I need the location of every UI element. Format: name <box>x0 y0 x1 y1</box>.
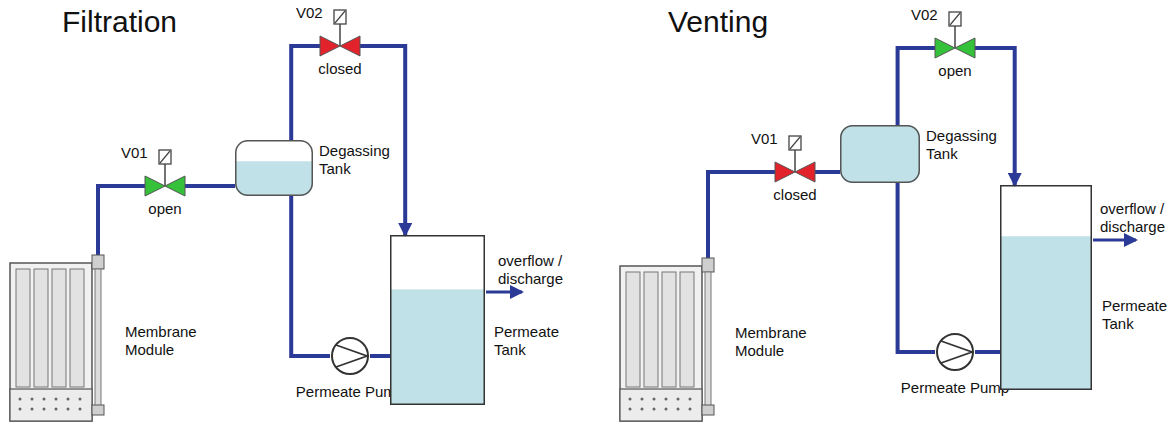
pipe-line <box>815 170 840 174</box>
pipe-line <box>360 46 405 235</box>
component-label: Permeate Tank <box>494 323 574 359</box>
panel-title: Venting <box>668 4 768 40</box>
component-label: Membrane Module <box>125 323 205 359</box>
component-label: V01 <box>121 144 148 162</box>
pipe-line <box>98 186 145 255</box>
pipe-line <box>708 172 775 258</box>
pipe-line <box>898 48 935 125</box>
pipe-line <box>185 184 235 188</box>
pipe-line <box>291 196 330 356</box>
solenoid-valve-art <box>320 36 360 56</box>
component-label: Permeate Tank <box>1102 297 1174 333</box>
component-label: Degassing Tank <box>926 127 1006 163</box>
permeate-tank: Permeate Tank <box>1000 185 1092 390</box>
panel-title: Filtration <box>62 4 177 40</box>
component-label: Permeate Pump <box>900 379 1010 397</box>
pipe-line <box>370 354 390 358</box>
solenoid-valve: V01closed <box>775 162 815 182</box>
solenoid-valve: V02open <box>935 38 975 58</box>
degassing-tank: Degassing Tank <box>840 125 920 183</box>
permeate-tank-art <box>1000 185 1092 390</box>
degassing-tank: Degassing Tank <box>235 140 313 196</box>
flow-label: overflow / discharge <box>498 252 578 288</box>
degassing-tank-art <box>840 125 920 183</box>
valve-state: open <box>135 200 195 218</box>
solenoid-valve: V02closed <box>320 36 360 56</box>
membrane-module: Membrane Module <box>618 258 718 423</box>
component-label: V02 <box>296 4 323 22</box>
solenoid-valve-art <box>935 38 975 58</box>
pipe-line <box>291 46 320 140</box>
valve-state: open <box>925 62 985 80</box>
component-label: Membrane Module <box>735 324 815 360</box>
component-label: Permeate Pump <box>295 383 405 401</box>
permeate-tank-art <box>390 235 485 405</box>
component-label: V02 <box>911 6 938 24</box>
pump-symbol: Permeate Pump <box>935 332 975 372</box>
pipe-line <box>898 183 935 352</box>
pipe-line <box>975 48 1015 185</box>
flow-label: overflow / discharge <box>1100 200 1172 236</box>
valve-state: closed <box>765 186 825 204</box>
solenoid-valve: V01open <box>145 176 185 196</box>
permeate-tank: Permeate Tank <box>390 235 485 405</box>
membrane-module-art <box>8 255 108 423</box>
overflow-arrow <box>1093 240 1136 241</box>
overflow-arrow <box>486 292 522 293</box>
valve-state: closed <box>310 60 370 78</box>
pipe-line <box>975 350 1000 354</box>
pump-symbol-art <box>330 336 370 376</box>
membrane-module-art <box>618 258 718 423</box>
membrane-module: Membrane Module <box>8 255 108 423</box>
component-label: Degassing Tank <box>319 142 399 178</box>
solenoid-valve-art <box>145 176 185 196</box>
pump-symbol-art <box>935 332 975 372</box>
solenoid-valve-art <box>775 162 815 182</box>
degassing-tank-art <box>235 140 313 196</box>
component-label: V01 <box>751 130 778 148</box>
pump-symbol: Permeate Pump <box>330 336 370 376</box>
